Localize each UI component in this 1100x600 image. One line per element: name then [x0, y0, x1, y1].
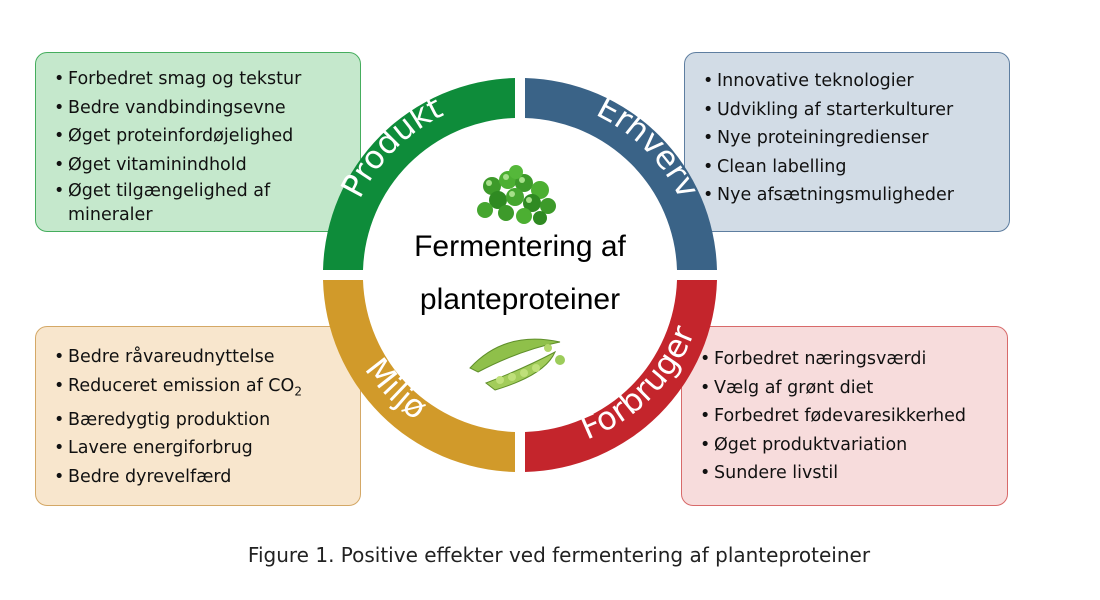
segment-erhverv	[525, 78, 717, 270]
figure-caption: Figure 1. Positive effekter ved fermente…	[247, 543, 871, 567]
produkt-item: Bedre vandbindingsevne	[54, 94, 346, 123]
segment-forbruger	[525, 280, 717, 472]
forbruger-item: Forbedret fødevaresikkerhed	[700, 402, 993, 431]
miljo-item-text: Reduceret emission af CO	[68, 375, 295, 396]
erhverv-box: Innovative teknologier Udvikling af star…	[684, 52, 1010, 232]
erhverv-item: Nye afsætningsmuligheder	[703, 181, 995, 210]
center-title-line2: planteproteiner	[419, 283, 621, 316]
segment-miljo	[323, 280, 515, 472]
erhverv-item: Clean labelling	[703, 153, 995, 182]
erhverv-item: Nye proteiningredienser	[703, 124, 995, 153]
label-erhverv: Erhverv	[591, 88, 707, 204]
miljo-item: Reduceret emission af CO2	[54, 372, 346, 406]
label-produkt: Produkt	[333, 88, 448, 203]
erhverv-item: Udvikling af starterkulturer	[703, 96, 995, 125]
forbruger-item: Vælg af grønt diet	[700, 374, 993, 403]
miljo-item: Bedre råvareudnyttelse	[54, 343, 346, 372]
pea-pods-icon	[469, 338, 565, 391]
green-peas-icon	[477, 165, 556, 225]
miljo-box: Bedre råvareudnyttelse Reduceret emissio…	[35, 326, 361, 506]
produkt-item: Øget vitaminindhold	[54, 151, 346, 180]
miljo-item: Lavere energiforbrug	[54, 434, 346, 463]
produkt-item: Øget proteinfordøjelighed	[54, 122, 346, 151]
forbruger-item: Sundere livstil	[700, 459, 993, 488]
center-title-line1: Fermentering af	[414, 230, 626, 263]
produkt-item: Forbedret smag og tekstur	[54, 65, 346, 94]
co2-subscript: 2	[294, 384, 302, 398]
erhverv-item: Innovative teknologier	[703, 67, 995, 96]
produkt-item: Øget tilgængelighed af mineraler	[54, 179, 346, 227]
miljo-item: Bæredygtig produktion	[54, 406, 346, 435]
forbruger-item: Forbedret næringsværdi	[700, 345, 993, 374]
forbruger-box: Forbedret næringsværdi Vælg af grønt die…	[681, 326, 1008, 506]
forbruger-item: Øget produktvariation	[700, 431, 993, 460]
produkt-box: Forbedret smag og tekstur Bedre vandbind…	[35, 52, 361, 232]
segment-produkt	[323, 78, 515, 270]
miljo-item: Bedre dyrevelfærd	[54, 463, 346, 492]
